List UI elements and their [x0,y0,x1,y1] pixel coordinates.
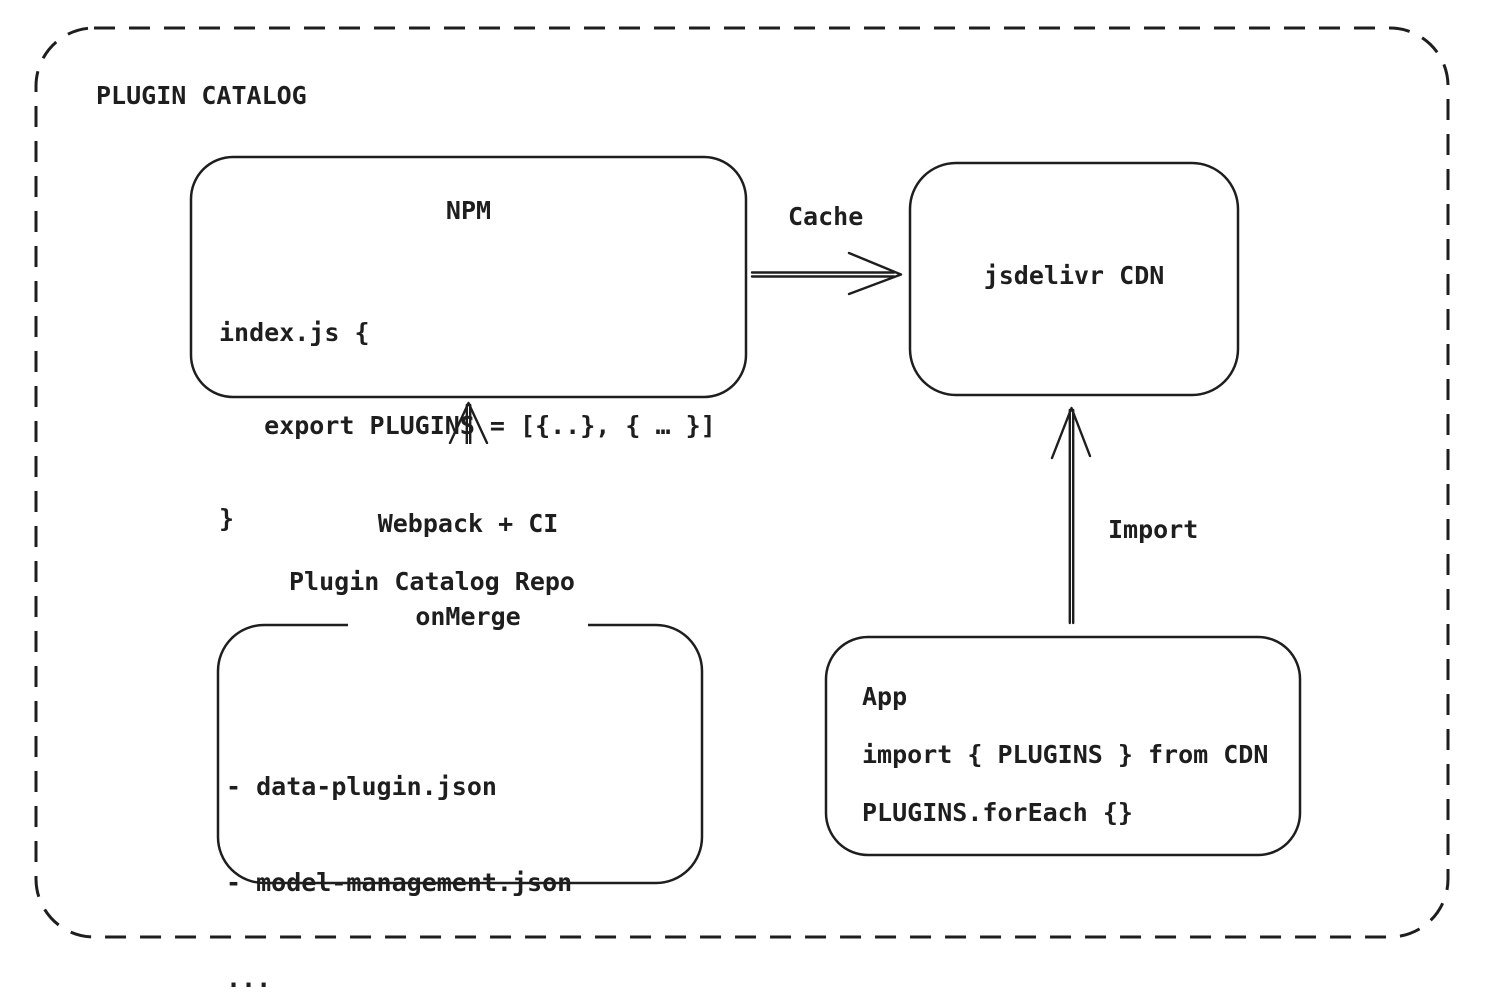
repo-node-heading: Plugin Catalog Repo [289,567,575,596]
diagram-title: PLUGIN CATALOG [96,81,307,110]
app-node-shape [824,635,1302,857]
import-edge-label: Import [1108,515,1199,544]
cdn-node-title: jsdelivr CDN [983,261,1165,290]
npm-node-code: index.js { export PLUGINS = [{..}, { … }… [219,255,716,596]
repo-node-items: - data-plugin.json - model-management.js… [226,707,572,1002]
cache-edge-label: Cache [788,202,864,231]
npm-node-title: NPM [445,196,492,225]
npm-code-line: export PLUGINS = [{..}, { … }] [219,411,716,440]
cdn-node-shape [908,161,1240,397]
plugin-catalog-boundary [34,26,1450,939]
npm-node-shape [189,155,748,399]
repo-item: ... [226,964,272,993]
build-edge-label: Webpack + CI onMerge [348,444,588,698]
app-code-line: import { PLUGINS } from CDN [862,740,1269,769]
repo-item: - model-management.json [226,868,573,897]
app-code-line: PLUGINS.forEach {} [862,798,1133,827]
app-node-title: App [862,682,908,711]
npm-code-line: index.js { [219,318,370,347]
build-edge-label-line: Webpack + CI [377,509,559,538]
import-arrow [1050,406,1092,625]
build-edge-label-line: onMerge [415,602,521,631]
repo-item: - data-plugin.json [226,772,497,801]
cache-arrow [750,251,903,296]
npm-code-line: } [219,504,235,533]
